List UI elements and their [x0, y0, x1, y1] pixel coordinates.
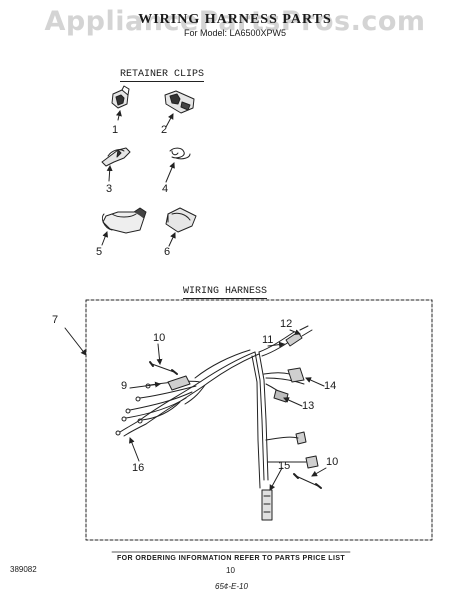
callout-4: 4	[162, 183, 169, 195]
harness-border	[85, 299, 433, 541]
callout-13: 13	[302, 400, 315, 412]
model-subtitle: For Model: LA6500XPW5	[183, 28, 287, 38]
watermark: AppliancePartsPros.com	[44, 6, 426, 37]
callout-10-left: 10	[153, 332, 166, 344]
callout-2: 2	[161, 124, 168, 136]
callout-12: 12	[280, 318, 293, 330]
callout-5: 5	[96, 246, 103, 258]
callout-14: 14	[324, 380, 337, 392]
callout-9: 9	[121, 380, 128, 392]
retainer-clip-5	[101, 207, 147, 234]
callout-15: 15	[278, 460, 291, 472]
page-title: WIRING HARNESS PARTS	[138, 12, 332, 27]
callout-16: 16	[132, 462, 145, 474]
section-heading-wiring-harness: WIRING HARNESS	[183, 286, 268, 299]
retainer-clip-1	[111, 85, 130, 109]
callout-10-right: 10	[326, 456, 339, 468]
callout-3: 3	[106, 183, 113, 195]
document-number: 389082	[10, 565, 37, 574]
callout-7: 7	[52, 314, 59, 326]
page-number: 10	[226, 566, 235, 575]
section-heading-retainer-clips: RETAINER CLIPS	[120, 69, 205, 82]
callout-6: 6	[164, 246, 171, 258]
retainer-clip-6	[165, 207, 197, 233]
retainer-clip-2	[164, 90, 195, 114]
retainer-clip-4	[169, 147, 191, 160]
ordering-note: FOR ORDERING INFORMATION REFER TO PARTS …	[117, 555, 346, 562]
handwritten-code: 65¢-E-10	[215, 582, 248, 591]
retainer-clip-3	[101, 147, 131, 167]
callout-1: 1	[112, 124, 119, 136]
callout-11: 11	[262, 334, 274, 346]
wiring-harness-assembly	[115, 325, 322, 521]
